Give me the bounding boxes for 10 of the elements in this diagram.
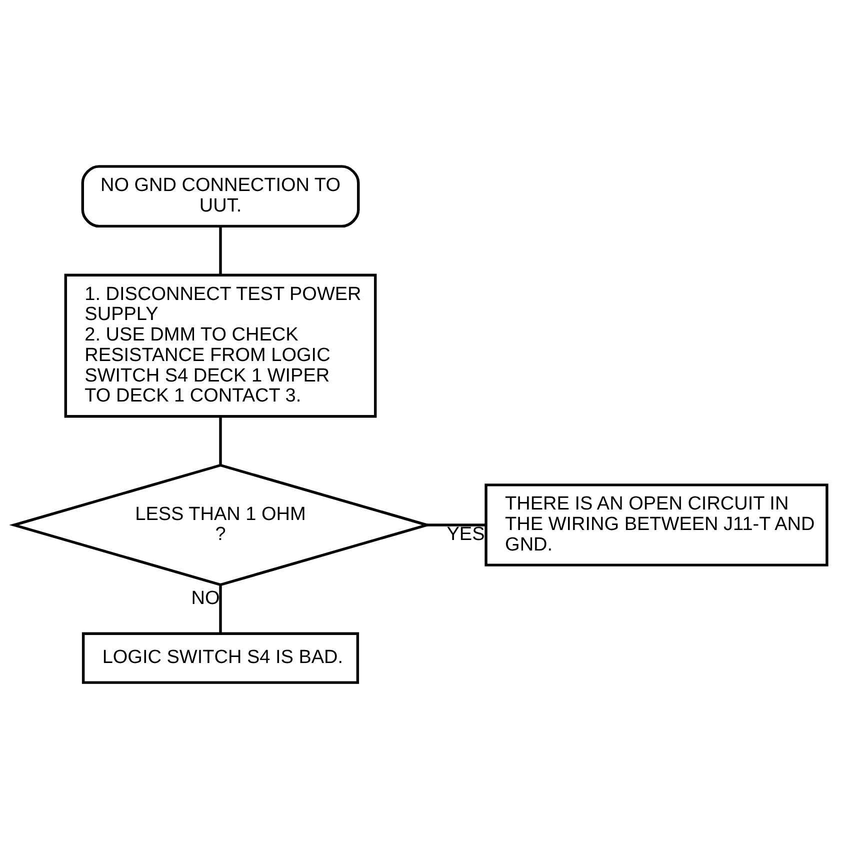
connector [427, 524, 486, 526]
connector [219, 584, 222, 634]
connector [219, 226, 222, 275]
node-box: THERE IS AN OPEN CIRCUIT IN THE WIRING BETWEEN J11-T AND GND. [484, 484, 828, 566]
connector [219, 416, 222, 466]
node-box: 1. DISCONNECT TEST POWER SUPPLY 2. USE DMM TO CHECK RESISTANCE FROM LOGIC SWITCH S4 DECK 1 WIPER TO DECK 1 CONTACT 3. [64, 274, 377, 418]
node-box: NO GND CONNECTION TO UUT. [81, 165, 360, 228]
node-box: LOGIC SWITCH S4 IS BAD. [82, 632, 360, 684]
edge-label: NO [191, 588, 220, 610]
edge-label: YES [446, 524, 485, 546]
